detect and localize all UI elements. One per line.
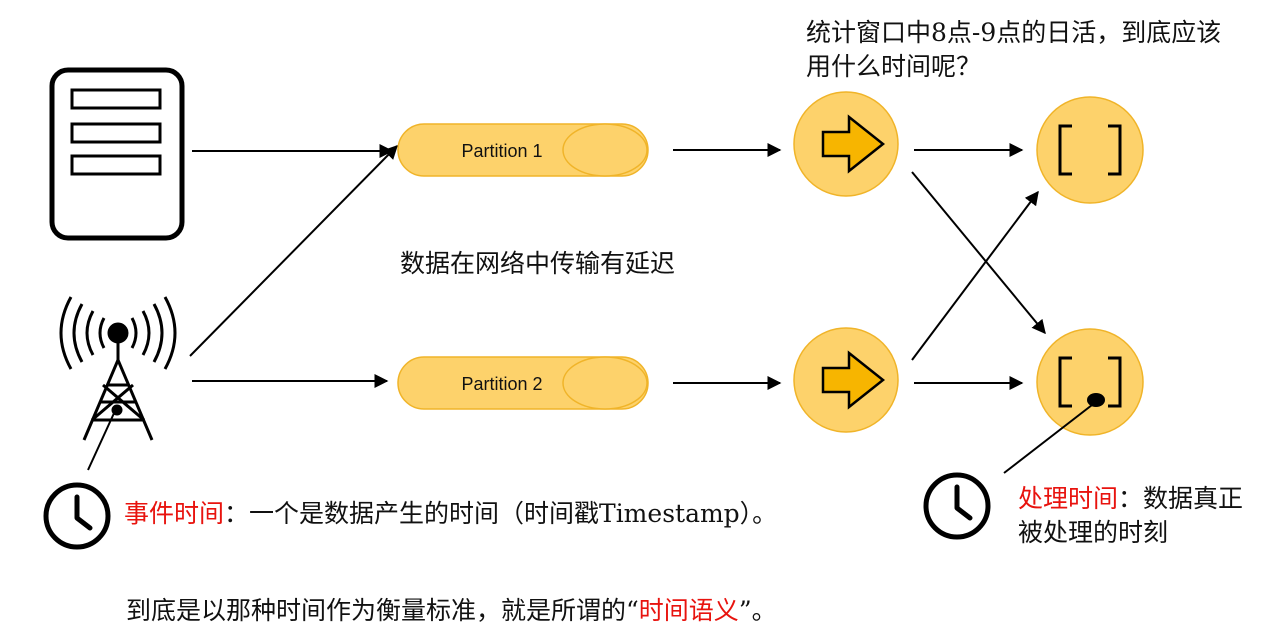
- partition-2-label: Partition 2: [461, 374, 542, 394]
- partition-2: Partition 2: [397, 356, 649, 410]
- server-icon: [49, 67, 185, 241]
- summary-prefix: 到底是以那种时间作为衡量标准，就是所谓的“: [126, 596, 639, 625]
- radio-tower-icon: [59, 296, 177, 441]
- clock-icon: [43, 482, 111, 550]
- event-time-term: 事件时间: [124, 499, 225, 528]
- partition-1: Partition 1: [397, 123, 649, 177]
- window-2: [1036, 328, 1144, 436]
- window-question: 统计窗口中8点-9点的日活，到底应该用什么时间呢？: [806, 18, 1222, 81]
- arrow-tower-to-partition-1: [189, 145, 398, 357]
- summary-term: 时间语义: [638, 596, 739, 625]
- clock-icon: [923, 472, 991, 540]
- arrow-operator-1-to-window-2: [911, 171, 1046, 335]
- arrow-right-icon: [821, 114, 886, 174]
- window-bracket-icon: [1058, 124, 1122, 176]
- processing-time-description: ：数据真正被处理的时刻: [1018, 484, 1244, 547]
- event-time-caption: 事件时间：一个是数据产生的时间（时间戳Timestamp）。: [124, 497, 777, 531]
- summary-sentence: 到底是以那种时间作为衡量标准，就是所谓的“时间语义”。: [126, 594, 777, 628]
- processing-point: [1087, 393, 1105, 407]
- arrow-operator-2-to-window-1: [911, 190, 1039, 361]
- operator-1: [793, 91, 899, 197]
- window-1: [1036, 96, 1144, 204]
- processing-time-pointer: [1003, 404, 1093, 474]
- processing-time-caption: 处理时间：数据真正被处理的时刻: [1018, 482, 1258, 550]
- event-time-pointer: [87, 410, 116, 471]
- event-time-description: ：一个是数据产生的时间（时间戳Timestamp）。: [224, 499, 778, 528]
- processing-time-term: 处理时间: [1018, 484, 1119, 513]
- summary-suffix: ”。: [738, 596, 777, 625]
- network-delay-note: 数据在网络中传输有延迟: [400, 249, 676, 278]
- partition-1-label: Partition 1: [461, 141, 542, 161]
- arrow-right-icon: [821, 350, 886, 410]
- window-bracket-icon: [1058, 356, 1122, 408]
- operator-2: [793, 327, 899, 433]
